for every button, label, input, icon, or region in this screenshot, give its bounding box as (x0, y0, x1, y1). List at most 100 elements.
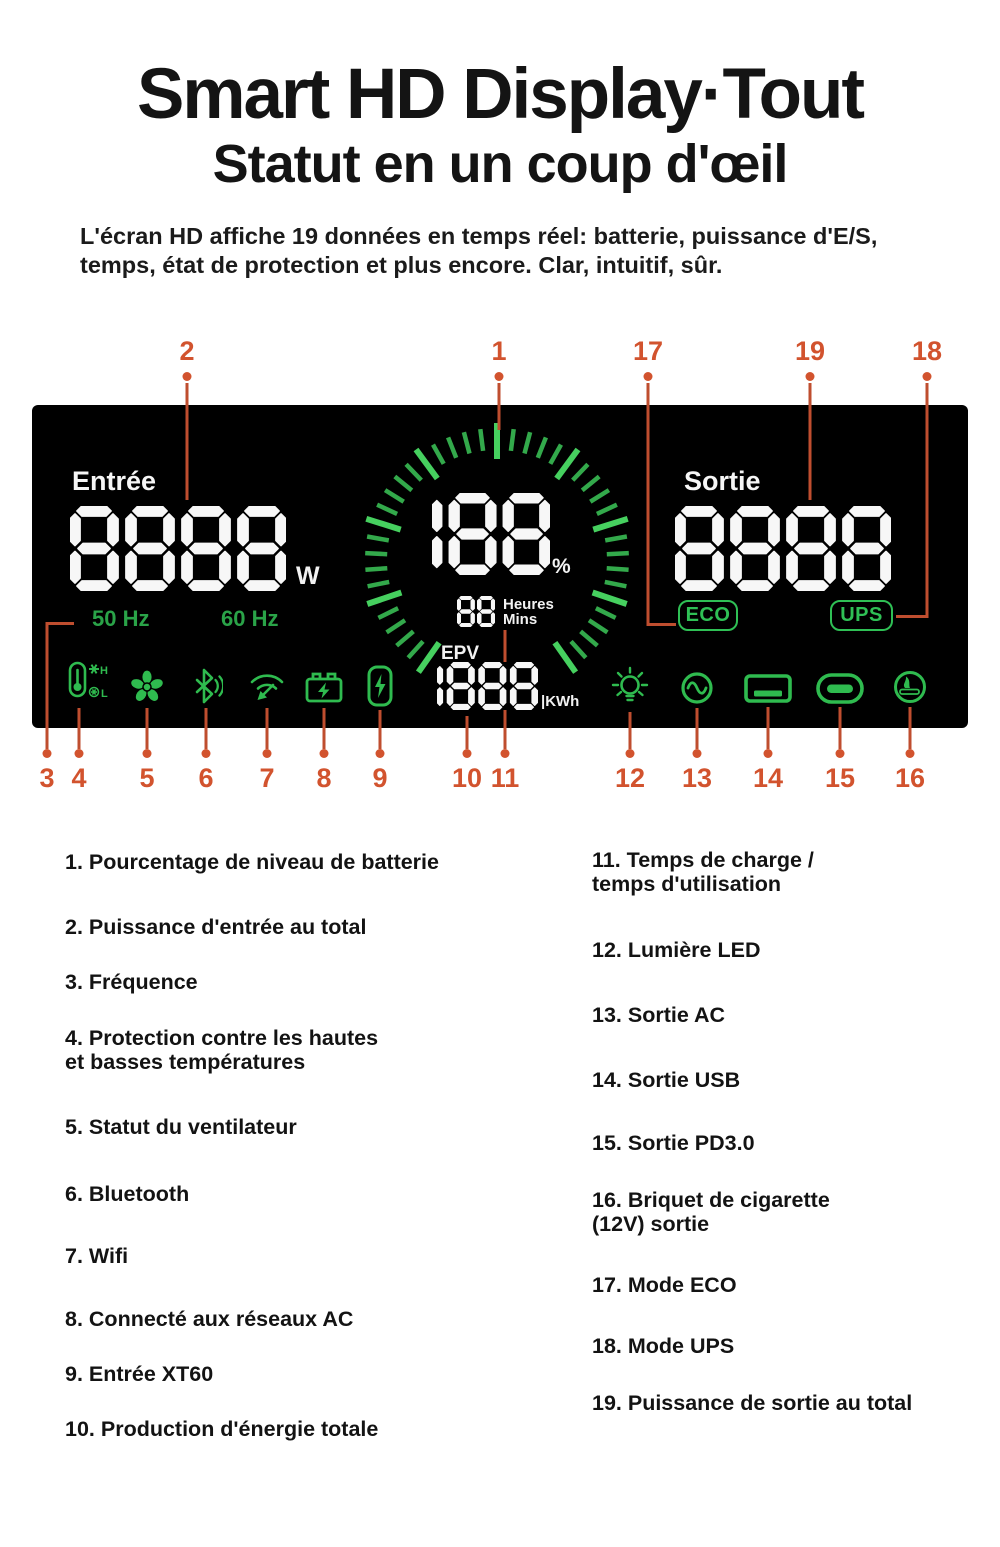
callout-dot (805, 372, 815, 381)
legend-item-right-3: 13. Sortie AC (592, 1003, 725, 1027)
callout-number-15: 15 (824, 763, 856, 793)
battery-gauge-svg (365, 423, 629, 674)
callout-dot (643, 372, 653, 381)
legend-item-left-9: 9. Entrée XT60 (65, 1362, 213, 1386)
callout-line (497, 383, 501, 430)
callout-number-16: 16 (894, 763, 926, 793)
callout-number-10: 10 (451, 763, 483, 793)
legend-item-left-7: 7. Wifi (65, 1244, 128, 1268)
callout-dot (625, 749, 635, 758)
legend-item-right-5: 15. Sortie PD3.0 (592, 1131, 755, 1155)
time-unit-mins: Mins (503, 611, 538, 628)
legend-item-line: 13. Sortie AC (592, 1003, 726, 1027)
legend-item-line: temps d'utilisation (592, 872, 782, 897)
battery-gauge (352, 415, 642, 705)
callout-dot (462, 749, 472, 758)
led-bulb-icon (608, 663, 652, 709)
callout-number-4: 4 (71, 763, 87, 793)
callout-number-5: 5 (139, 763, 155, 793)
callout-line (46, 622, 74, 625)
callout-line (766, 707, 770, 749)
legend-item-right-7: 17. Mode ECO (592, 1273, 737, 1297)
legend-item-line: 2. Puissance d'entrée au total (65, 915, 367, 939)
callout-dot (74, 749, 84, 758)
callout-dot (835, 749, 845, 758)
page-subtitle: Statut en un coup d'œil (212, 134, 789, 194)
output-power-display (674, 505, 892, 592)
callout-number-14: 14 (752, 763, 784, 793)
legend-item-left-5: 5. Statut du ventilateur (65, 1115, 297, 1139)
callout-number-8: 8 (316, 763, 332, 793)
legend-item-right-2: 12. Lumière LED (592, 938, 760, 962)
seven-segment-digits (436, 661, 538, 711)
legend-item-line: 17. Mode ECO (592, 1273, 737, 1297)
legend-item-line: 4. Protection contre les hautes (65, 1026, 379, 1050)
time-unit-label: Heures Mins (503, 597, 554, 627)
callout-dot (922, 372, 932, 381)
seven-segment-digits (69, 505, 287, 592)
svg-text:L: L (101, 688, 108, 700)
callout-dot (142, 749, 152, 758)
input-section-label: Entrée (72, 466, 157, 496)
ups-mode-badge: UPS (830, 600, 893, 631)
epv-unit: |KWh (541, 693, 580, 710)
pd-output-icon (816, 672, 864, 704)
callout-dot (905, 749, 915, 758)
seven-segment-digits (674, 505, 892, 592)
legend-item-line: 15. Sortie PD3.0 (592, 1131, 755, 1155)
epv-label: EPV (441, 643, 480, 664)
input-power-unit: W (296, 562, 320, 590)
callout-line (695, 708, 699, 749)
input-power-display (69, 505, 287, 592)
callout-line (145, 708, 149, 749)
legend-item-left-3: 3. Fréquence (65, 970, 198, 994)
ac-output-icon (680, 671, 714, 705)
callout-dot (42, 749, 52, 758)
legend-item-line: 7. Wifi (65, 1244, 129, 1268)
seven-segment-digits (456, 595, 496, 628)
epv-display (436, 661, 538, 711)
callout-number-6: 6 (198, 763, 214, 793)
ac-grid-battery-icon (304, 669, 344, 705)
legend-item-right-1: 11. Temps de charge /temps d'utilisation (592, 848, 814, 896)
description-line-2: temps, état de protection et plus encore… (80, 251, 723, 278)
callout-number-17: 17 (632, 336, 664, 366)
callout-line (646, 383, 650, 626)
callout-line (45, 622, 49, 749)
legend-item-line: 19. Puissance de sortie au total (592, 1391, 913, 1415)
legend-item-line: 10. Production d'énergie totale (65, 1417, 379, 1441)
callout-dot (201, 749, 211, 758)
legend-item-line: 5. Statut du ventilateur (65, 1115, 297, 1139)
fan-icon (129, 669, 165, 705)
callout-number-18: 18 (911, 336, 943, 366)
callout-number-1: 1 (491, 336, 507, 366)
freq-60hz-label: 60 Hz (221, 606, 279, 631)
callout-dot (319, 749, 329, 758)
callout-number-7: 7 (259, 763, 275, 793)
callout-line (322, 708, 326, 749)
legend-item-line: 3. Fréquence (65, 970, 198, 994)
callout-dot (494, 372, 504, 381)
callout-line (204, 708, 208, 749)
legend-item-line: 18. Mode UPS (592, 1334, 735, 1358)
callout-line (838, 707, 842, 749)
callout-line (77, 708, 81, 749)
battery-percent-display (431, 492, 551, 576)
cigarette-lighter-icon (893, 670, 927, 704)
callout-number-12: 12 (614, 763, 646, 793)
display-panel: Entrée W 50 Hz 60 Hz % Heures Mins EPV |… (32, 405, 968, 728)
wifi-icon (247, 666, 287, 706)
callout-number-9: 9 (372, 763, 388, 793)
legend-item-left-8: 8. Connecté aux réseaux AC (65, 1307, 353, 1331)
callout-number-11: 11 (490, 763, 520, 793)
callout-number-19: 19 (794, 336, 826, 366)
legend-item-line: 16. Briquet de cigarette (592, 1188, 830, 1212)
callout-dot (500, 749, 510, 758)
legend-item-line: 1. Pourcentage de niveau de batterie (65, 850, 439, 874)
callout-line (808, 383, 812, 500)
legend-item-line: 9. Entrée XT60 (65, 1362, 214, 1386)
page-description: L'écran HD affiche 19 données en temps r… (80, 222, 940, 279)
